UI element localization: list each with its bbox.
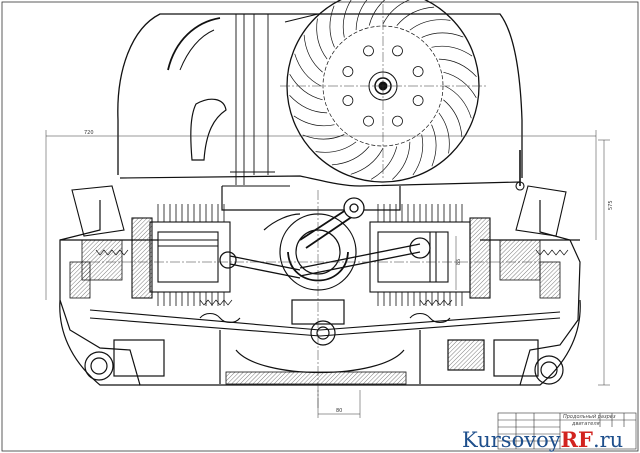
fan-shroud [117, 13, 523, 178]
left-cylinder [131, 217, 231, 299]
title-block [497, 412, 637, 450]
lower-bosses [84, 339, 564, 385]
watermark-part-2: RF [561, 427, 593, 452]
pushrods [89, 309, 561, 337]
left-cylinder-fins [157, 204, 225, 306]
connecting-rods [219, 197, 431, 279]
right-cylinder-fins [377, 204, 463, 306]
title-line-2: двигателя [571, 421, 600, 427]
site-watermark: KursovoyRF.ru [462, 427, 623, 452]
generator-column [222, 14, 290, 187]
cylinder-heads [71, 150, 567, 237]
watermark-part-1: Kursovoy [462, 428, 561, 452]
dimension-lines [45, 130, 610, 418]
watermark-part-3: .ru [593, 428, 623, 452]
dim-height-label: 575 [608, 200, 614, 210]
dim-bore-label: 85 [456, 259, 462, 265]
air-duct-vane [190, 98, 227, 161]
dim-width-label: 720 [84, 130, 94, 136]
title-line-1: Продольный разрез [563, 414, 616, 420]
center-lines [90, 4, 560, 410]
section-hatching [69, 239, 561, 385]
cooling-fan [286, 0, 480, 183]
dim-offset-label: 80 [336, 408, 342, 414]
svg-text:KursovoyRF.ru: KursovoyRF.ru [462, 427, 623, 452]
